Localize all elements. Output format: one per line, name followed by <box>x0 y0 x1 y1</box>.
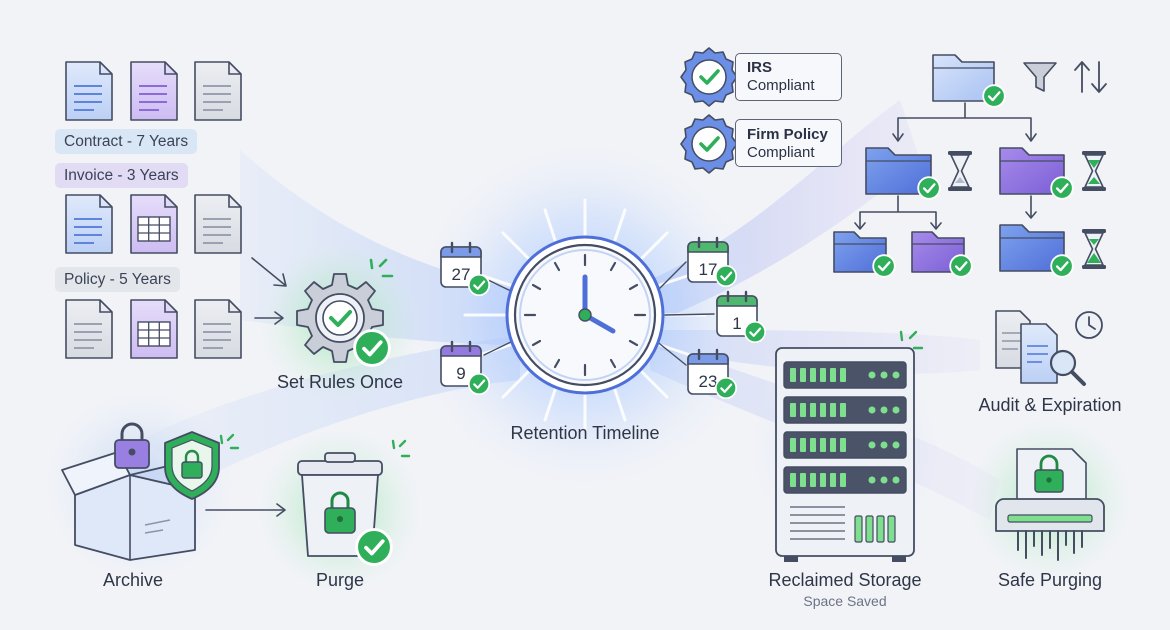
hourglass-icon <box>1081 228 1107 270</box>
calendar-date: 27 <box>452 265 471 284</box>
folder-icon <box>865 147 932 195</box>
calendar-icon: 1 <box>716 290 767 344</box>
check-icon <box>982 84 1006 108</box>
check-icon <box>714 376 738 400</box>
calendar-icon: 9 <box>440 340 491 396</box>
compliance-badge-firm <box>735 119 842 167</box>
calendar-date: 9 <box>456 364 465 383</box>
audit-documents-icon <box>995 310 1058 384</box>
calendar-icon: 17 <box>687 236 738 288</box>
compliance-seal-icon <box>680 47 738 107</box>
document-row-invoice <box>65 194 242 254</box>
sparkle-marks <box>899 330 924 350</box>
check-icon <box>1050 176 1074 200</box>
label-set-rules: Set Rules Once <box>276 372 404 392</box>
calendar-date: 1 <box>732 314 741 333</box>
document-icon <box>194 61 242 121</box>
document-icon <box>65 194 113 254</box>
gear-icon <box>296 273 384 363</box>
lock-icon <box>114 422 150 469</box>
sort-icon <box>1074 61 1107 93</box>
shredder-icon <box>995 448 1105 561</box>
label-archive: Archive <box>102 570 164 590</box>
badge-subtitle: Compliant <box>747 144 815 161</box>
check-icon <box>714 264 738 288</box>
document-icon <box>194 299 242 359</box>
server-icon <box>775 347 915 562</box>
rule-arrows <box>251 257 287 325</box>
compliance-badge-firm-text: Firm Policy Compliant <box>747 126 828 162</box>
document-icon <box>194 194 242 254</box>
folder-icon <box>833 231 887 273</box>
document-row-policy <box>65 299 242 359</box>
check-icon <box>352 328 392 368</box>
spreadsheet-icon <box>130 194 178 254</box>
sparkle-marks <box>219 433 240 450</box>
compliance-badge-irs <box>735 53 842 101</box>
document-icon <box>65 299 113 359</box>
retention-tag-invoice: Invoice - 3 Years <box>55 163 188 188</box>
spreadsheet-icon <box>130 299 178 359</box>
archive-to-purge-arrow <box>205 503 286 517</box>
hourglass-icon <box>1081 150 1107 192</box>
hourglass-icon <box>947 150 973 192</box>
filter-icon <box>1023 62 1057 92</box>
clock-small-icon <box>1075 311 1103 339</box>
label-timeline: Retention Timeline <box>510 423 660 443</box>
sparkle-marks <box>369 258 394 278</box>
shield-icon <box>164 431 220 500</box>
folder-icon <box>999 224 1065 272</box>
check-icon <box>467 273 491 297</box>
check-icon <box>467 372 491 396</box>
badge-subtitle: Compliant <box>747 77 815 94</box>
check-icon <box>917 176 941 200</box>
document-row-contract <box>65 61 242 121</box>
label-space-saved: Space Saved <box>803 593 887 609</box>
label-reclaimed-storage: Reclaimed Storage <box>768 570 922 590</box>
check-icon <box>872 254 896 278</box>
compliance-badge-irs-text: IRS Compliant <box>747 59 815 95</box>
document-icon <box>65 61 113 121</box>
folder-tree-lines <box>854 102 1037 230</box>
calendar-date: 17 <box>699 260 718 279</box>
folder-icon <box>999 147 1065 195</box>
retention-tag-contract: Contract - 7 Years <box>55 129 198 154</box>
retention-tag-policy: Policy - 5 Years <box>55 267 180 292</box>
label-purge: Purge <box>315 570 365 590</box>
folder-icon <box>932 54 995 102</box>
check-icon <box>743 320 767 344</box>
check-icon <box>354 527 394 567</box>
compliance-seal-icon <box>680 114 738 174</box>
check-icon <box>1050 254 1074 278</box>
calendar-icon: 23 <box>687 348 738 400</box>
document-icon <box>130 61 178 121</box>
badge-title: Firm Policy <box>747 126 828 143</box>
calendar-icon: 27 <box>440 241 491 297</box>
sparkle-marks <box>391 439 411 458</box>
clock-icon <box>505 235 665 395</box>
badge-title: IRS <box>747 59 773 76</box>
calendar-date: 23 <box>699 372 718 391</box>
magnifier-icon <box>1049 349 1086 386</box>
label-audit: Audit & Expiration <box>978 395 1122 415</box>
check-icon <box>949 254 973 278</box>
label-safe-purging: Safe Purging <box>997 570 1103 590</box>
